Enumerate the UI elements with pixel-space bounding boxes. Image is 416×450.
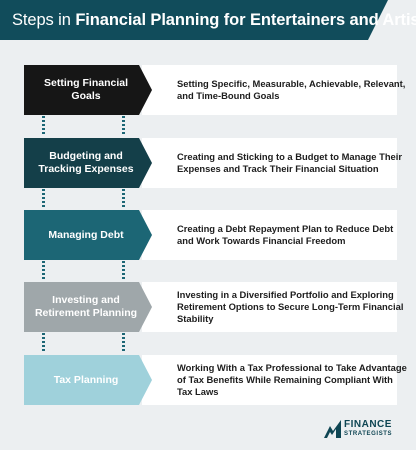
connector-dots (42, 333, 45, 353)
title-emphasis: Financial Planning for Entertainers and … (75, 11, 416, 29)
step-arrow (24, 210, 152, 260)
step-description-card (142, 282, 397, 332)
step-description: Creating and Sticking to a Budget to Man… (177, 151, 403, 174)
title-banner (0, 0, 388, 40)
step-arrow (24, 65, 152, 115)
step-description-card (142, 355, 397, 405)
step-description: Creating a Debt Repayment Plan to Reduce… (177, 223, 394, 246)
step-label: Managing Debt (48, 228, 124, 241)
step-arrow (24, 282, 152, 332)
step-description: Working With a Tax Professional to Take … (177, 362, 407, 397)
finance-strategists-logo: FINANCE STRATEGISTS (324, 418, 404, 442)
step-description: Setting Specific, Measurable, Achievable… (177, 78, 406, 101)
step-managing-debt: Managing Debt Creating a Debt Repayment … (24, 210, 397, 260)
connector-dots (122, 116, 125, 136)
step-budgeting-and-tracking-expenses: Budgeting and Tracking Expenses Creating… (24, 138, 402, 188)
step-label: Tax Planning (53, 373, 119, 386)
logo-text-strategists: STRATEGISTS (344, 431, 393, 437)
step-arrow (24, 355, 152, 405)
step-tax-planning: Tax Planning Working With a Tax Professi… (24, 355, 407, 405)
connector-dots (42, 116, 45, 136)
page-title: Steps in Financial Planning for Entertai… (12, 11, 416, 30)
connector-dots (42, 261, 45, 281)
step-description: Investing in a Diversified Portfolio and… (177, 289, 404, 324)
connector-dots (42, 189, 45, 209)
step-setting-financial-goals: Setting Financial Goals Setting Specific… (24, 65, 405, 115)
step-description-card (142, 210, 397, 260)
step-label: Budgeting and Tracking Expenses (38, 150, 134, 175)
title-prefix: Steps in (12, 11, 76, 29)
connector-dots (122, 189, 125, 209)
step-label: Investing and Retirement Planning (34, 294, 138, 319)
step-investing-and-retirement-planning: Investing and Retirement Planning Invest… (24, 282, 403, 332)
step-label: Setting Financial Goals (43, 77, 128, 102)
step-description-card (142, 65, 397, 115)
logo-text-finance: FINANCE (344, 419, 392, 430)
step-arrow (24, 138, 152, 188)
connector-dots (122, 261, 125, 281)
finance-strategists-logo-icon (324, 420, 341, 438)
connector-dots (122, 333, 125, 353)
step-description-card (142, 138, 397, 188)
